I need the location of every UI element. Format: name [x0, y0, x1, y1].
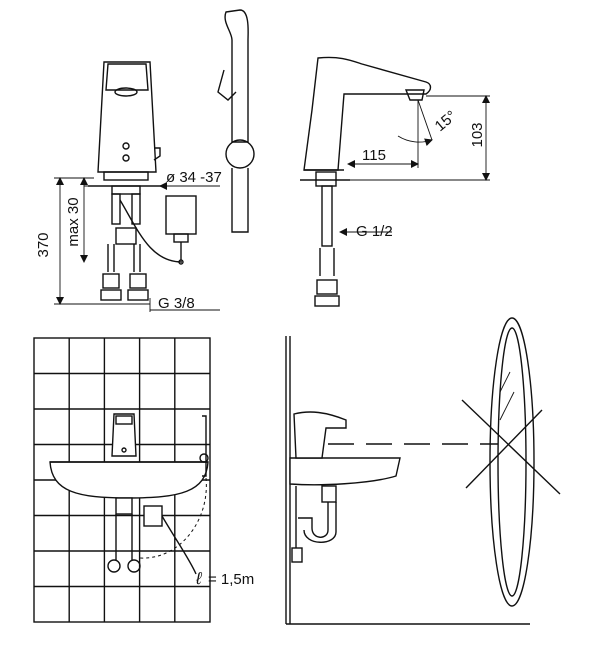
label-g12: G 1/2: [356, 223, 393, 240]
label-15deg: 15°: [432, 107, 460, 135]
sensor-dot-lower: [122, 154, 130, 162]
label-cable-length: = 1,5m: [208, 571, 254, 588]
control-box-plug: [173, 233, 189, 243]
drain-front: [115, 497, 133, 515]
valve-left: [102, 273, 120, 289]
label-max30: max 30: [65, 197, 82, 246]
label-ell: ℓ: [195, 569, 202, 588]
shank-right: [131, 193, 141, 225]
angle-arc: [397, 135, 433, 147]
cable-front: [119, 199, 183, 263]
label-115: 115: [362, 147, 386, 164]
washbasin-side: [289, 457, 401, 486]
drain-side: [321, 485, 337, 503]
install-side-view: [285, 317, 561, 625]
shower-hose-dotted: [139, 477, 207, 559]
angle-valve-right: [127, 559, 141, 573]
faucet-head-front: [105, 63, 149, 91]
angle-ray: [417, 99, 433, 141]
faucet-install-side: [293, 411, 347, 459]
valve-side: [316, 279, 338, 295]
hand-shower: [224, 9, 249, 143]
mirror-inner: [497, 327, 527, 597]
label-370: 370: [35, 232, 52, 257]
hose-side: [319, 248, 335, 276]
mirror-outer: [489, 317, 535, 607]
valve-nut-left: [100, 289, 122, 301]
side-view: 115 103 15° G 1/2: [300, 56, 490, 307]
shower-holder: [225, 139, 255, 169]
trap-side: [298, 502, 329, 538]
faucet-body-front: [97, 61, 157, 173]
valve-nut-right: [127, 289, 149, 301]
cross-line-2: [465, 409, 543, 489]
spout-tip: [404, 89, 425, 101]
washbasin-front: [49, 461, 209, 499]
base-plate: [103, 171, 149, 181]
label-103: 103: [469, 122, 486, 147]
supply-pipes-front: [115, 514, 133, 560]
faucet-body-side: [303, 56, 432, 171]
label-diameter: ø 34 -37: [166, 169, 222, 186]
shank-left: [111, 193, 121, 225]
cable-install: [161, 515, 197, 575]
control-box-install: [143, 505, 163, 527]
mount-nut: [111, 185, 141, 195]
sensor-dot-upper: [122, 142, 130, 150]
label-g38: G 3/8: [158, 295, 195, 312]
front-view: 370 max 30 ø 34 -37 G 3/8: [35, 9, 255, 312]
shank-side: [321, 185, 333, 247]
valve-nut-side: [314, 295, 340, 307]
base-side: [315, 171, 337, 187]
install-front-view: ℓ = 1,5m: [33, 337, 254, 623]
angle-valve-left: [107, 559, 121, 573]
valve-right: [129, 273, 147, 289]
side-lever: [153, 147, 161, 161]
shower-rod: [231, 168, 249, 233]
wall-shower-rail: [202, 415, 207, 477]
connector-block: [115, 227, 137, 245]
control-box: [165, 195, 197, 235]
aerator-front: [114, 87, 138, 97]
cross-line-1: [461, 399, 561, 495]
shower-handle: [217, 69, 237, 101]
